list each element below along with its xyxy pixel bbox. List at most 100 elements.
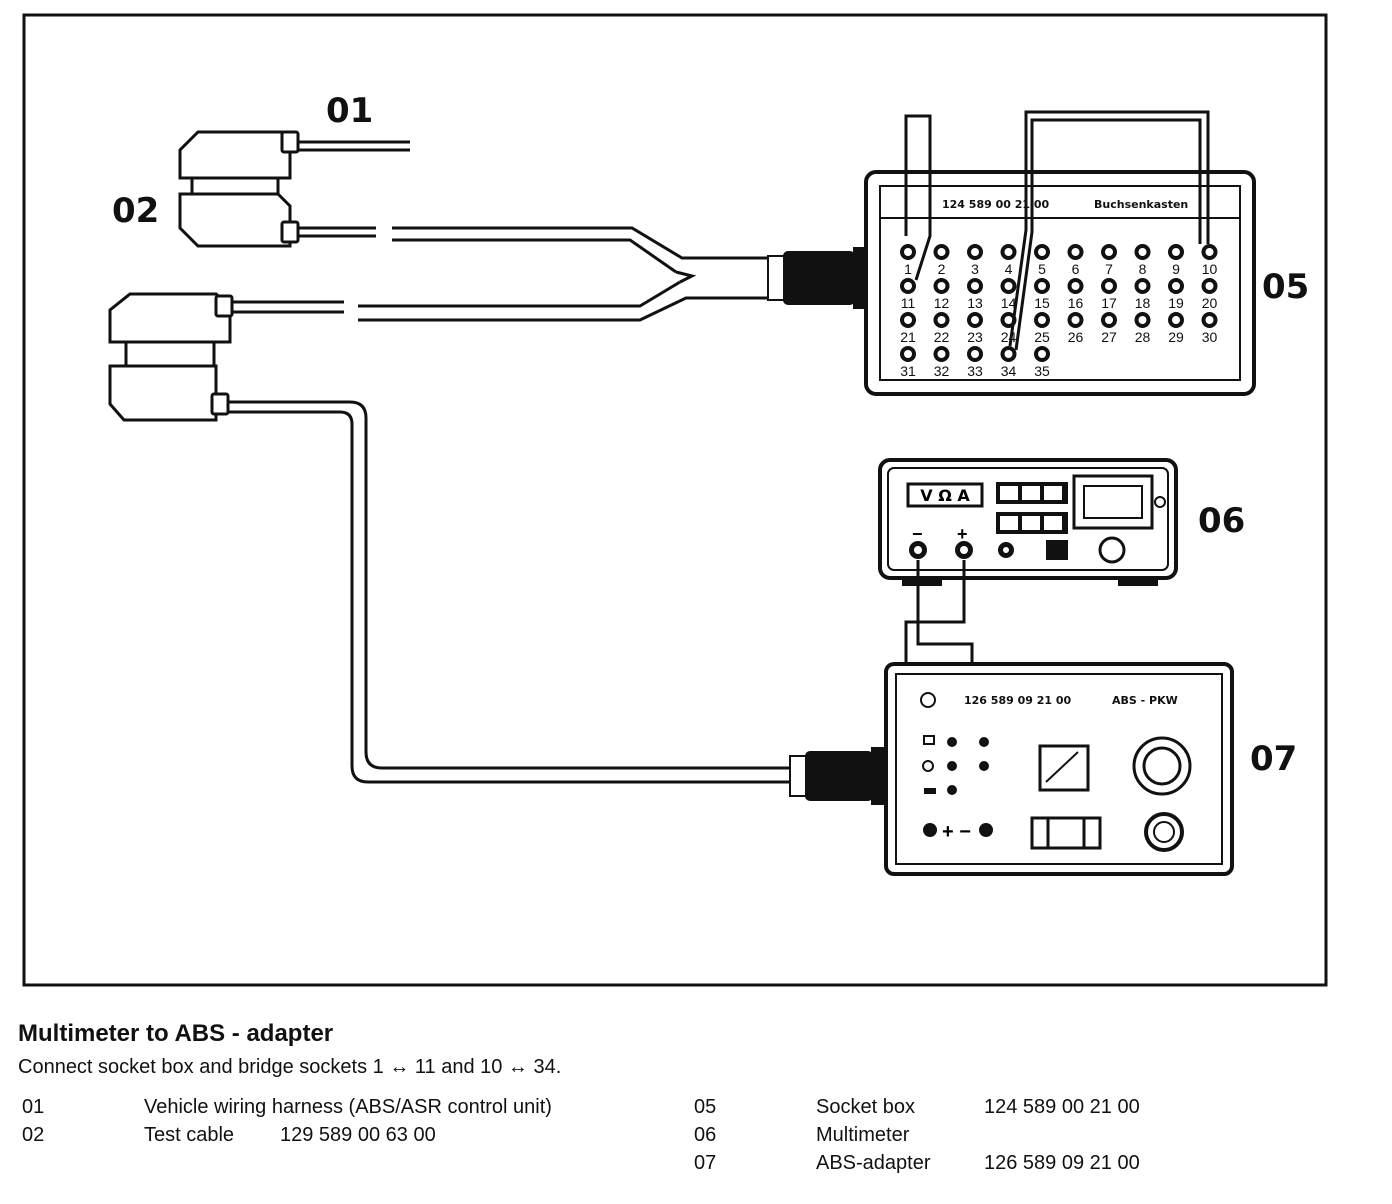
socket-number: 27 bbox=[1101, 329, 1117, 345]
socket-5: 5 bbox=[1034, 244, 1050, 277]
bridge-10-34 bbox=[1008, 110, 1210, 347]
socket-8: 8 bbox=[1134, 244, 1151, 277]
socket-number: 26 bbox=[1068, 329, 1084, 345]
label-02: 02 bbox=[112, 191, 159, 231]
socket-35: 35 bbox=[1034, 346, 1050, 379]
socket-number: 14 bbox=[1001, 295, 1017, 311]
socket-number: 7 bbox=[1105, 261, 1113, 277]
socket-number: 17 bbox=[1101, 295, 1117, 311]
socket-9: 9 bbox=[1168, 244, 1184, 277]
legend-id: 02 bbox=[22, 1124, 45, 1146]
socket-number: 6 bbox=[1072, 261, 1080, 277]
socket-number: 28 bbox=[1135, 329, 1151, 345]
socket-4: 4 bbox=[1000, 244, 1017, 277]
socket-27: 27 bbox=[1101, 312, 1117, 345]
socket-13: 13 bbox=[967, 278, 983, 311]
socket-25: 25 bbox=[1034, 312, 1050, 345]
multimeter-minus: − bbox=[912, 524, 923, 544]
legend-name: Test cable bbox=[144, 1124, 235, 1146]
socket-number: 1 bbox=[904, 261, 912, 277]
socket-number: 11 bbox=[901, 295, 916, 311]
socket-number: 5 bbox=[1038, 261, 1046, 277]
socket-15: 15 bbox=[1034, 278, 1050, 311]
socket-30: 30 bbox=[1201, 312, 1218, 345]
adapter-terminal-marks: + − bbox=[942, 821, 971, 843]
legend-name: ABS-adapter bbox=[816, 1152, 931, 1174]
socket-16: 16 bbox=[1067, 278, 1084, 311]
socket-3: 3 bbox=[967, 244, 983, 277]
socket-number: 31 bbox=[900, 363, 916, 379]
socket-number: 30 bbox=[1202, 329, 1218, 345]
caption-instruction: Connect socket box and bridge sockets 1 … bbox=[18, 1056, 562, 1078]
label-06: 06 bbox=[1198, 501, 1245, 541]
socket-20: 20 bbox=[1201, 278, 1218, 311]
wiring-diagram: 01 02 bbox=[22, 13, 1328, 987]
caption: Multimeter to ABS - adapter Connect sock… bbox=[18, 1020, 1378, 1079]
socket-32: 32 bbox=[933, 346, 950, 379]
adapter-title: ABS - PKW bbox=[1112, 694, 1178, 707]
socket-number: 10 bbox=[1202, 261, 1218, 277]
adapter-plug bbox=[789, 747, 887, 805]
socket-1: 1 bbox=[900, 244, 916, 277]
socket-number: 8 bbox=[1139, 261, 1147, 277]
legend-id: 01 bbox=[22, 1096, 45, 1118]
legend-name: Socket box bbox=[816, 1096, 915, 1118]
socket-number: 29 bbox=[1168, 329, 1184, 345]
socket-number: 15 bbox=[1034, 295, 1050, 311]
harness-lower-connector bbox=[108, 292, 344, 422]
socket-box-title: Buchsenkasten bbox=[1094, 198, 1188, 211]
socket-23: 23 bbox=[967, 312, 983, 345]
socket-18: 18 bbox=[1134, 278, 1151, 311]
test-cable-connector bbox=[178, 192, 376, 248]
socket-number: 25 bbox=[1034, 329, 1050, 345]
socket-number: 18 bbox=[1135, 295, 1151, 311]
bridge-wires bbox=[904, 110, 1210, 351]
socket-21: 21 bbox=[900, 312, 916, 345]
socket-number: 35 bbox=[1034, 363, 1050, 379]
socket-number: 32 bbox=[934, 363, 950, 379]
socket-7: 7 bbox=[1101, 244, 1117, 277]
legend-part: 126 589 09 21 00 bbox=[984, 1152, 1140, 1174]
socket-17: 17 bbox=[1101, 278, 1117, 311]
socket-number: 21 bbox=[900, 329, 916, 345]
caption-title: Multimeter to ABS - adapter bbox=[18, 1020, 334, 1047]
socket-14: 14 bbox=[1000, 278, 1017, 311]
socket-31: 31 bbox=[900, 346, 916, 379]
socket-number: 22 bbox=[934, 329, 950, 345]
socket-number: 24 bbox=[1001, 329, 1017, 345]
socket-number: 33 bbox=[967, 363, 983, 379]
adapter-part-number: 126 589 09 21 00 bbox=[964, 694, 1072, 707]
socket-number: 19 bbox=[1168, 295, 1184, 311]
socket-number: 4 bbox=[1005, 261, 1013, 277]
socket-10: 10 bbox=[1201, 244, 1218, 277]
vehicle-harness-connector bbox=[178, 130, 410, 196]
socket-33: 33 bbox=[967, 346, 983, 379]
socket-6: 6 bbox=[1067, 244, 1084, 277]
socket-number: 23 bbox=[967, 329, 983, 345]
socket-34: 34 bbox=[1000, 346, 1017, 379]
socket-2: 2 bbox=[933, 244, 950, 277]
socket-26: 26 bbox=[1067, 312, 1084, 345]
legend-part: 129 589 00 63 00 bbox=[280, 1124, 436, 1146]
label-01: 01 bbox=[326, 91, 373, 131]
diagram-frame bbox=[22, 13, 1328, 987]
socket-22: 22 bbox=[933, 312, 950, 345]
y-cable bbox=[358, 226, 778, 322]
legend-name: Multimeter bbox=[816, 1124, 910, 1146]
socket-number: 20 bbox=[1202, 295, 1218, 311]
socket-number: 16 bbox=[1068, 295, 1084, 311]
socket-11: 11 bbox=[900, 278, 916, 311]
socket-number: 34 bbox=[1001, 363, 1017, 379]
socket-box-plug bbox=[767, 247, 869, 309]
adapter-cable bbox=[228, 400, 790, 784]
multimeter-plus: + bbox=[957, 524, 968, 544]
legend-part: 124 589 00 21 00 bbox=[984, 1096, 1140, 1118]
socket-box-part-number: 124 589 00 21 00 bbox=[942, 198, 1050, 211]
socket-number: 9 bbox=[1172, 261, 1180, 277]
legend-id: 05 bbox=[694, 1096, 717, 1118]
socket-12: 12 bbox=[933, 278, 950, 311]
multimeter: V Ω A − + bbox=[878, 458, 1178, 586]
socket-number: 2 bbox=[938, 261, 946, 277]
